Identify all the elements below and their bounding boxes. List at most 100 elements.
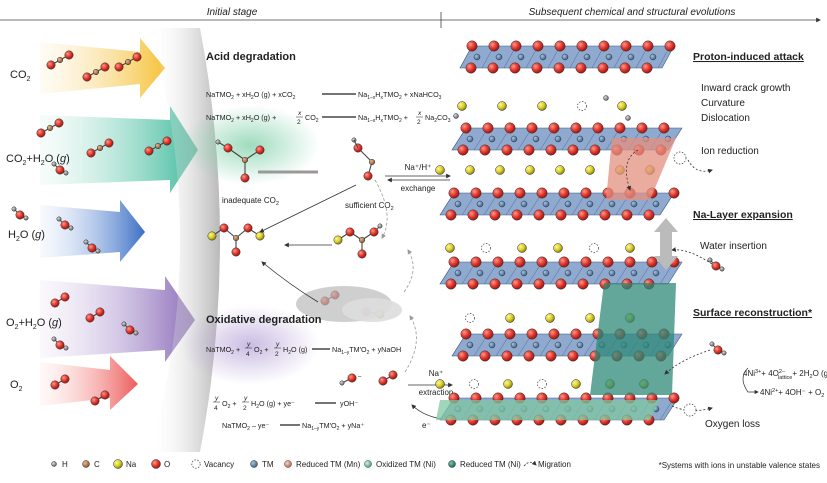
vacancy (577, 101, 587, 111)
o2-molecule (50, 374, 70, 390)
tm-atom (498, 269, 506, 277)
oxygen-atom (668, 392, 680, 404)
svg-text:NaTMO2 +: NaTMO2 + (206, 345, 240, 356)
oxygen-atom (711, 261, 721, 271)
oxygen-atom (548, 122, 560, 134)
oxygen-atom (125, 325, 135, 335)
sufficient-co2-label: sufficient CO2 (345, 201, 394, 212)
gas-label-co2-h2o: CO2+H2O (g) (6, 153, 70, 167)
oxygen-atom (95, 307, 105, 317)
legend-label: C (94, 460, 100, 469)
oxygen-atom (479, 144, 491, 156)
h2o-molecule (707, 257, 725, 272)
svg-text:2: 2 (417, 119, 421, 126)
oxygen-atom (523, 350, 535, 362)
oxygen-atom (388, 370, 398, 380)
sodium-atom (333, 235, 343, 245)
h2o-molecule (51, 161, 69, 176)
sodium-atom (445, 243, 455, 253)
tm-atom (652, 269, 660, 277)
water-insertion-label: Water insertion (700, 241, 767, 252)
oxygen-atom (602, 256, 614, 268)
tm-atom (476, 269, 484, 277)
tm-atom (583, 53, 591, 61)
legend-label: H (62, 460, 68, 469)
bicarbonate-molecule (215, 139, 265, 183)
legend-label: Migration (538, 460, 571, 469)
oxygen-atom (87, 243, 97, 253)
tm-atom (586, 200, 594, 208)
oxygen-atom (60, 292, 70, 302)
oxygen-atom (470, 256, 482, 268)
oxidized-ni-region (436, 400, 660, 420)
carbon-atom (368, 158, 376, 166)
acid-title: Acid degradation (206, 51, 296, 63)
carbon-atom (154, 142, 162, 150)
exchange-label-bottom: exchange (401, 184, 436, 193)
initial-stage-label: Initial stage (207, 7, 258, 18)
oxygen-atom (554, 40, 566, 52)
oxygen-atom (114, 62, 124, 72)
oxygen-atom (536, 256, 548, 268)
co2-molecule (46, 50, 74, 70)
co2-molecule (114, 52, 142, 72)
gas-label-o2-h2o: O2+H2O (g) (6, 317, 62, 331)
oxygen-atom (501, 144, 513, 156)
tm-atom (561, 53, 569, 61)
oxygen-atom (523, 144, 535, 156)
tm-atom (554, 135, 562, 143)
oxygen-atom (621, 209, 633, 221)
gas-label-o2: O2 (10, 379, 23, 393)
oxygen-atom (492, 187, 504, 199)
proton-item-3: Dislocation (701, 113, 750, 124)
extraction-molecules: – (339, 370, 398, 386)
svg-text:NaTMO2 + xH2O (g) + xCO2: NaTMO2 + xH2O (g) + xCO2 (206, 90, 296, 101)
legend-label: Reduced TM (Mn) (296, 460, 361, 469)
svg-text:O2 +: O2 + (222, 399, 237, 410)
sodium-atom (495, 165, 505, 175)
oxygen-atom (597, 62, 609, 74)
proton-item-2: Curvature (701, 98, 745, 109)
oxygen-atom (243, 223, 253, 233)
tm-atom (576, 135, 584, 143)
oxygen-atom (532, 40, 544, 52)
surface-reaction-2: 4Ni2++ 4OH⁻ + O2 (760, 388, 824, 399)
oxygen-atom (558, 187, 570, 199)
h2o-molecule (56, 216, 74, 231)
carbon-atom (56, 56, 64, 64)
gas-label-h2o: H2O (g) (8, 229, 45, 243)
carbon-atom (96, 144, 104, 152)
vacancy-legend-icon (191, 459, 201, 469)
oxygen-atom (619, 62, 631, 74)
inadequate-co2-arrow (259, 184, 357, 233)
sodium-atom (571, 379, 581, 389)
oxygen-atom (85, 313, 95, 323)
subsequent-label: Subsequent chemical and structural evolu… (529, 7, 736, 18)
svg-text:Na1–xHxTMO2 + xNaHCO3: Na1–xHxTMO2 + xNaHCO3 (358, 90, 442, 101)
oxygen-atom (347, 373, 357, 383)
oxygen-atom (545, 144, 557, 156)
oxidative-title: Oxidative degradation (206, 314, 322, 326)
tm-atom (466, 135, 474, 143)
tm-atom (510, 135, 518, 143)
carbon-atom (232, 234, 240, 242)
legend-item: Migration (523, 460, 571, 469)
oxygen-atom (36, 128, 46, 138)
tm-atom (454, 200, 462, 208)
hydrogen-atom (95, 248, 101, 254)
svg-text:4: 4 (214, 405, 218, 412)
cluster-up-arrow (403, 249, 414, 293)
hydrogen-atom (63, 345, 69, 351)
tm-atom (532, 135, 540, 143)
sodium-atom (525, 165, 535, 175)
tm-atom (586, 269, 594, 277)
sodium-atom (503, 379, 513, 389)
svg-text:Na1–xHxTMO2 +: Na1–xHxTMO2 + (358, 113, 408, 124)
sodium-bicarbonate-molecule (333, 223, 383, 259)
water-migration-arrow (671, 247, 713, 265)
hydrogen-atom (68, 225, 74, 231)
footnote: *Systems with ions in unstable valence s… (659, 461, 820, 470)
legend-swatch (284, 460, 292, 468)
carbon-atom (92, 68, 100, 76)
hydrogen-atom (603, 95, 609, 101)
